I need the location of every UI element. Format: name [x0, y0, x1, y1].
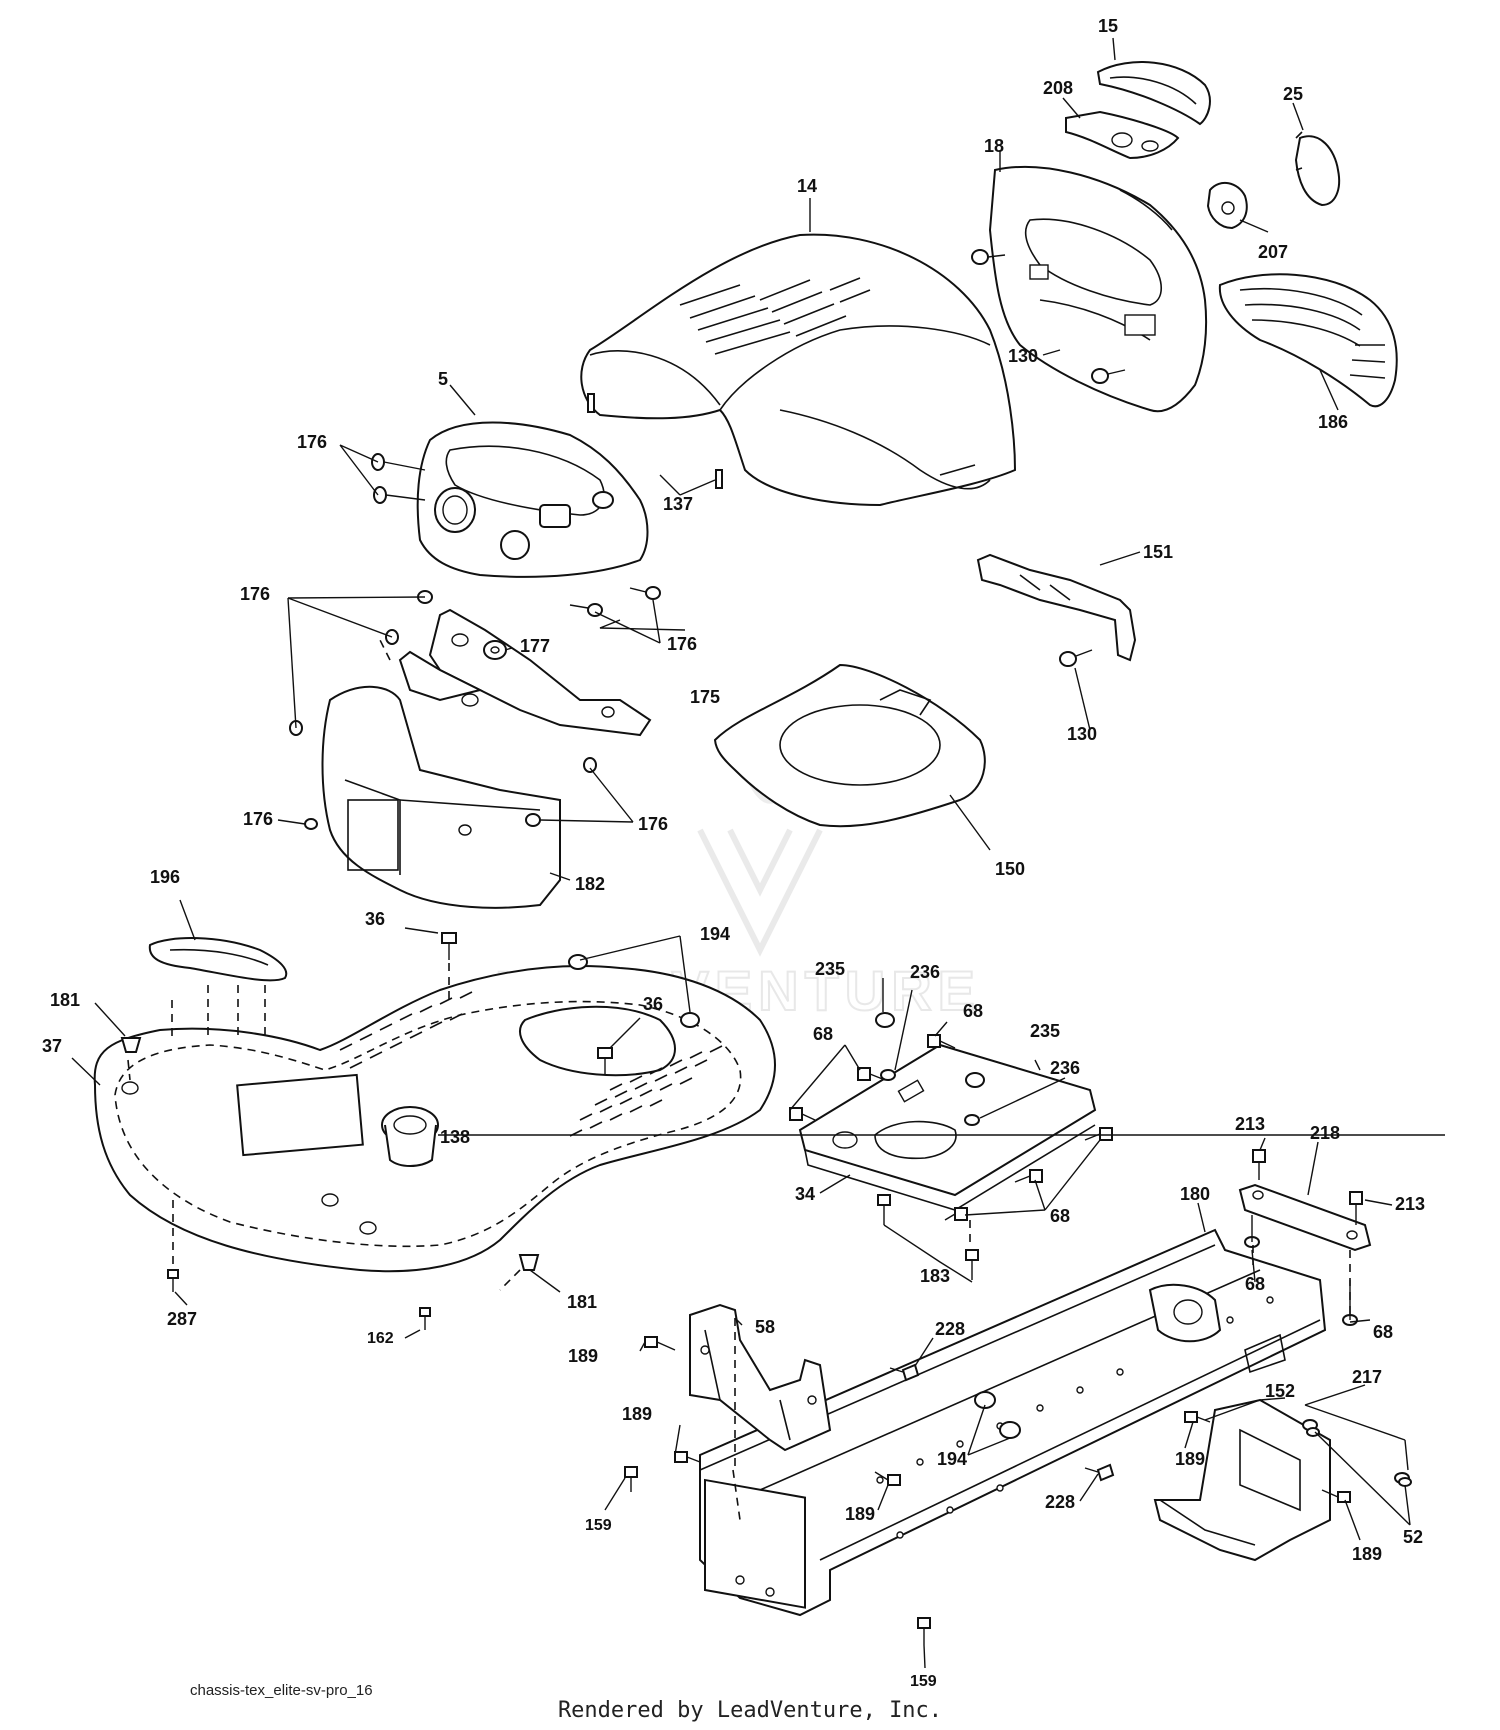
- callout-14: 14: [797, 176, 817, 196]
- leader-lines: [71, 37, 1445, 1669]
- callout-189-c: 189: [845, 1504, 875, 1524]
- callout-18: 18: [984, 136, 1004, 156]
- callout-159-a: 159: [585, 1517, 612, 1534]
- part-175-plate: [398, 608, 652, 737]
- render-credit-footer: Rendered by LeadVenture, Inc.: [557, 1698, 943, 1723]
- callout-180: 180: [1180, 1184, 1210, 1204]
- callout-5: 5: [438, 369, 448, 389]
- callout-181-a: 181: [50, 990, 80, 1010]
- callout-194-b: 194: [937, 1449, 967, 1469]
- callout-68-b: 68: [813, 1024, 833, 1044]
- part-208-trim: [1065, 110, 1180, 160]
- callout-228-b: 228: [1045, 1492, 1075, 1512]
- callout-37: 37: [42, 1036, 62, 1056]
- part-196-handle: [148, 937, 288, 982]
- callout-labels: 15 208 25 18 14 207 130 130 186 5 176 13…: [42, 16, 1425, 1690]
- callout-150: 150: [995, 859, 1025, 879]
- callout-228-a: 228: [935, 1319, 965, 1339]
- callout-189-b: 189: [622, 1404, 652, 1424]
- callout-162: 162: [367, 1330, 394, 1347]
- callout-176-a: 176: [297, 432, 327, 452]
- callout-236-b: 236: [1050, 1058, 1080, 1078]
- part-18-housing: [988, 165, 1208, 413]
- callout-130-a: 130: [1008, 346, 1038, 366]
- frame-holes: [735, 1296, 1274, 1597]
- hood-vents: [679, 277, 871, 355]
- callout-181-b: 181: [567, 1292, 597, 1312]
- callout-175: 175: [690, 687, 720, 707]
- callout-208: 208: [1043, 78, 1073, 98]
- callout-182: 182: [575, 874, 605, 894]
- callout-176-e: 176: [638, 814, 668, 834]
- callout-189-a: 189: [568, 1346, 598, 1366]
- callout-34: 34: [795, 1184, 815, 1204]
- fasteners: [120, 249, 1412, 1645]
- callout-207: 207: [1258, 242, 1288, 262]
- callout-176-c: 176: [667, 634, 697, 654]
- callout-152: 152: [1265, 1381, 1295, 1401]
- part-138-collar: [381, 1106, 439, 1167]
- diagram-file-name: chassis-tex_elite-sv-pro_16: [190, 1682, 373, 1699]
- callout-235-a: 235: [815, 959, 845, 979]
- part-218-bracket: [1238, 1183, 1372, 1252]
- callout-287: 287: [167, 1309, 197, 1329]
- part-14-hood: [580, 233, 1017, 507]
- part-58-bracket: [689, 1303, 832, 1452]
- callout-68-a: 68: [963, 1001, 983, 1021]
- callout-213-a: 213: [1235, 1114, 1265, 1134]
- callout-159-b: 159: [910, 1673, 937, 1690]
- part-150-shield: [713, 663, 986, 828]
- callout-58: 58: [755, 1317, 775, 1337]
- callout-177: 177: [520, 636, 550, 656]
- callout-189-d: 189: [1175, 1449, 1205, 1469]
- callout-68-e: 68: [1373, 1322, 1393, 1342]
- callout-183: 183: [920, 1266, 950, 1286]
- callout-235-b: 235: [1030, 1021, 1060, 1041]
- callout-176-d: 176: [243, 809, 273, 829]
- part-5-dash: [416, 421, 649, 578]
- callout-138: 138: [440, 1127, 470, 1147]
- callout-218: 218: [1310, 1123, 1340, 1143]
- callout-213-b: 213: [1395, 1194, 1425, 1214]
- part-137-clips: [587, 393, 723, 489]
- callout-52: 52: [1403, 1527, 1423, 1547]
- callout-196: 196: [150, 867, 180, 887]
- callout-25: 25: [1283, 84, 1303, 104]
- callout-36-a: 36: [365, 909, 385, 929]
- part-186-grille: [1218, 273, 1398, 408]
- callout-194-a: 194: [700, 924, 730, 944]
- callout-68-d: 68: [1245, 1274, 1265, 1294]
- callout-176-b: 176: [240, 584, 270, 604]
- part-15-cover: [1096, 61, 1211, 126]
- part-151-bracket: [976, 553, 1137, 662]
- callout-130-c: 130: [1067, 724, 1097, 744]
- part-207-latch: [1206, 181, 1248, 230]
- callout-137: 137: [663, 494, 693, 514]
- callout-186: 186: [1318, 412, 1348, 432]
- part-25-cap: [1294, 131, 1341, 207]
- callout-236-a: 236: [910, 962, 940, 982]
- callout-36-b: 36: [643, 994, 663, 1014]
- callout-151: 151: [1143, 542, 1173, 562]
- callout-217: 217: [1352, 1367, 1382, 1387]
- callout-15: 15: [1098, 16, 1118, 36]
- fender-vent-slots: [339, 991, 723, 1137]
- callout-68-c: 68: [1050, 1206, 1070, 1226]
- callout-189-e: 189: [1352, 1544, 1382, 1564]
- part-177-nut: [483, 640, 507, 660]
- part-182-console: [321, 685, 561, 909]
